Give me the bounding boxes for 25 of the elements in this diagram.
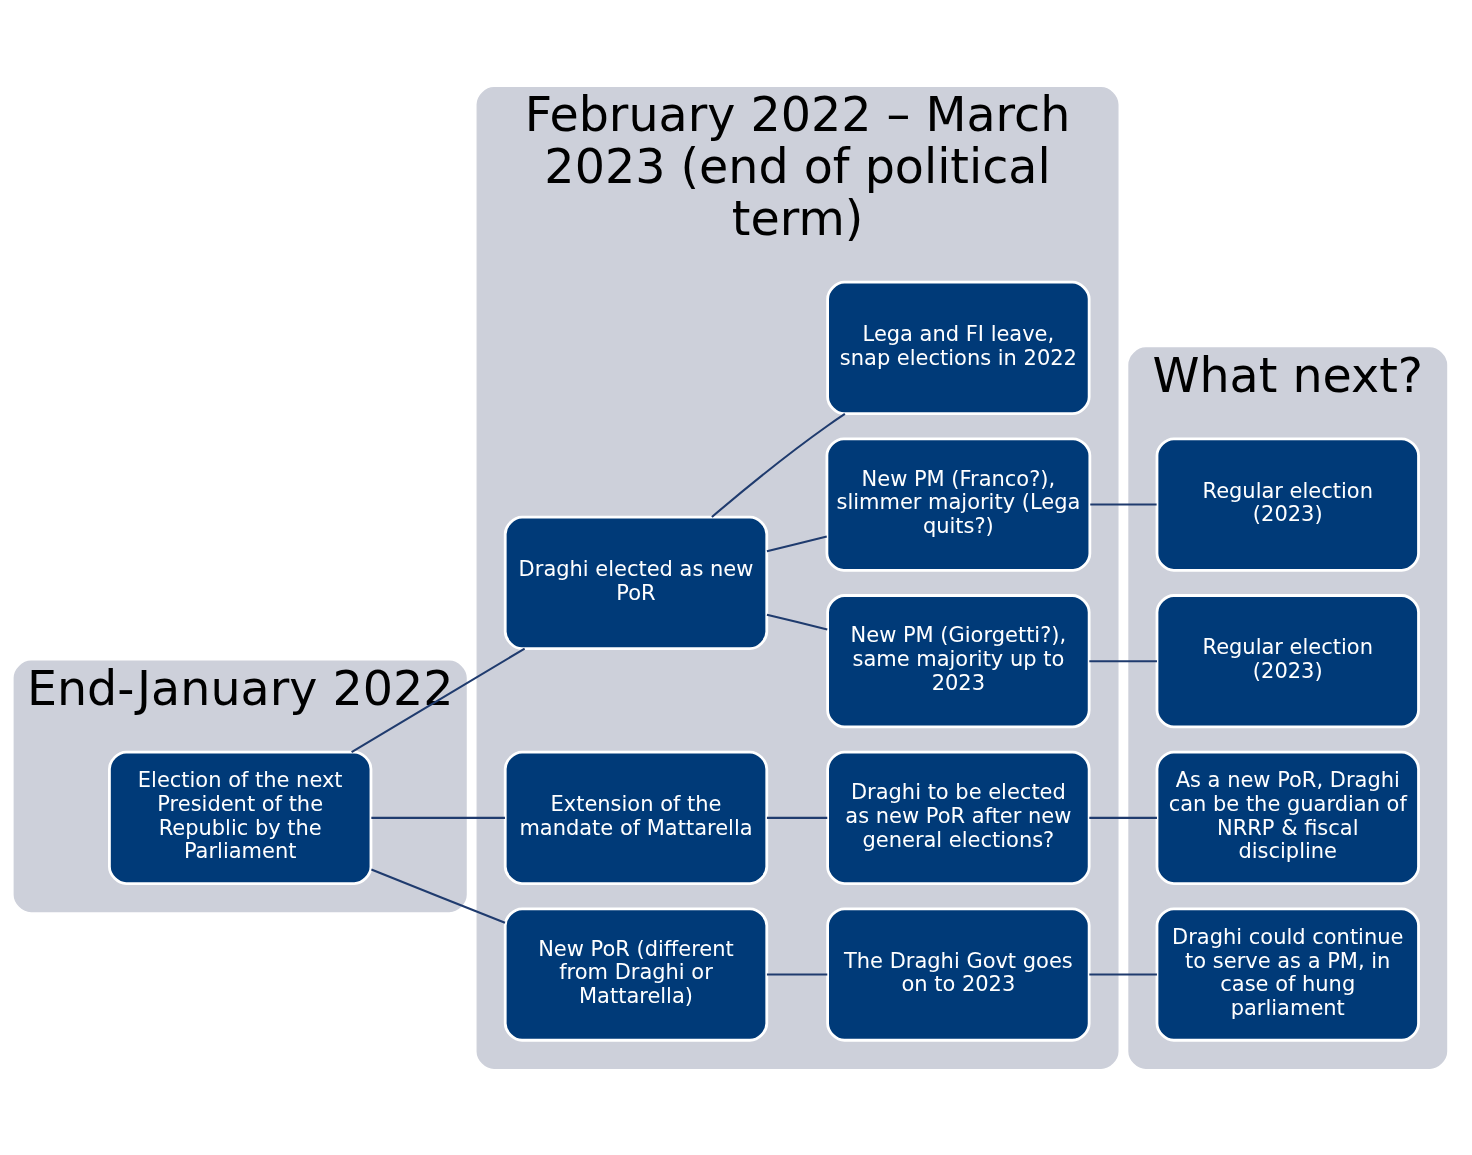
node-box: Regular election (2023): [1155, 436, 1420, 572]
connector: [766, 816, 828, 819]
connector: [371, 868, 506, 924]
node-box: Extension of the mandate of Mattarella: [503, 750, 769, 885]
connector: [766, 534, 827, 552]
connector: [1089, 659, 1157, 662]
connector: [371, 816, 505, 819]
node-box: The Draghi Govt goes on to 2023: [826, 906, 1091, 1042]
connector: [766, 613, 828, 630]
node-box: Election of the next President of the Republic by the Parliament: [108, 750, 373, 885]
node-box: New PM (Franco?), slimmer majority (Lega quits?): [825, 436, 1092, 572]
connector: [1089, 972, 1157, 976]
node-box: New PM (Giorgetti?), same majority up to 2023: [826, 593, 1091, 728]
node-box: Draghi could continue to serve as a PM, in case of hung parliament: [1155, 906, 1420, 1042]
node-box: Regular election (2023): [1155, 593, 1420, 728]
connector: [1090, 503, 1157, 506]
node-box: New PoR (different from Draghi or Mattarella): [503, 906, 769, 1042]
connector: [711, 412, 846, 518]
node-box: Lega and FI leave, snap elections in 2022: [826, 280, 1091, 415]
node-box: Draghi elected as new PoR: [503, 515, 769, 650]
node-box: As a new PoR, Draghi can be the guardian of NRRP & fiscal discipline: [1155, 750, 1420, 885]
connector: [351, 647, 526, 753]
connector: [1089, 816, 1157, 819]
node-box: Draghi to be elected as new PoR after new general elections?: [826, 750, 1091, 885]
connector: [766, 972, 828, 976]
